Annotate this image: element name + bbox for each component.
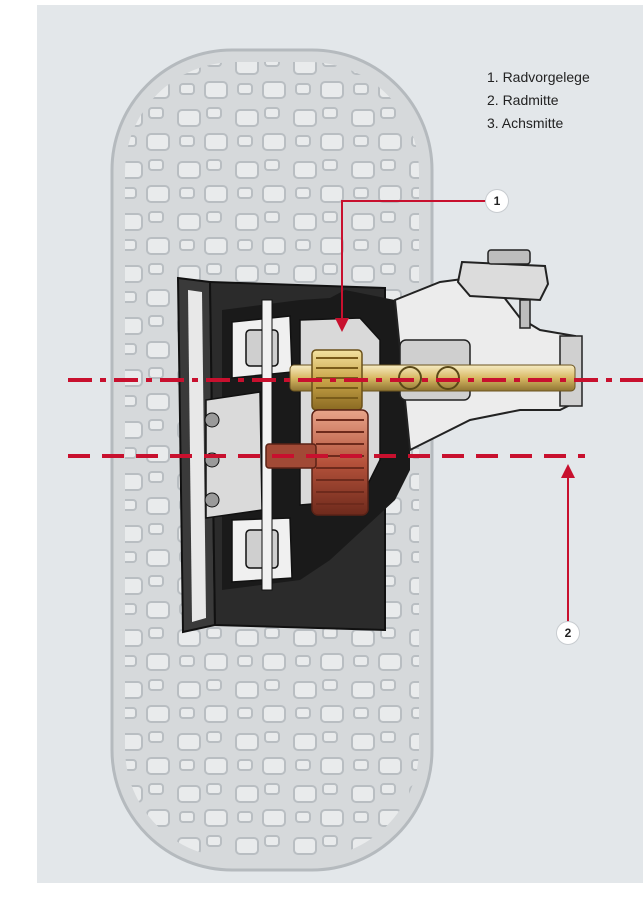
arrowhead-2 (561, 464, 575, 478)
legend: 1. Radvorgelege 2. Radmitte 3. Achsmitte (487, 66, 590, 135)
legend-item: 1. Radvorgelege (487, 69, 590, 85)
leader-line-1 (341, 200, 486, 322)
legend-item: 3. Achsmitte (487, 115, 564, 131)
pinion-gear (311, 349, 363, 411)
callout-marker-2: 2 (557, 622, 579, 644)
legend-item: 2. Radmitte (487, 92, 559, 108)
arrowhead-1 (335, 318, 349, 332)
callout-marker-1: 1 (486, 190, 508, 212)
